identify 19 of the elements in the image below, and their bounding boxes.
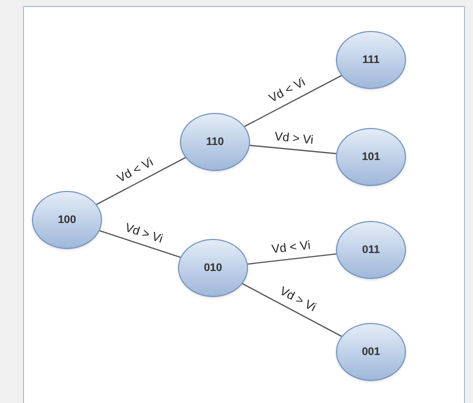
- state-label: 001: [362, 344, 380, 360]
- edge-label: Vd > Vi: [278, 284, 318, 314]
- edge-label: Vd < Vi: [115, 156, 156, 185]
- connector-line: [250, 144, 336, 154]
- state-label: 100: [58, 212, 76, 228]
- connector-line: [96, 157, 186, 205]
- state-label: 101: [362, 150, 380, 165]
- state-label: 010: [204, 260, 222, 276]
- connector-line: [99, 230, 181, 258]
- connector-line: [248, 253, 336, 265]
- edge-label: Vd > Vi: [123, 220, 164, 244]
- connector-line: [242, 283, 342, 337]
- state-label: 110: [206, 134, 224, 150]
- state-label: 111: [362, 52, 380, 68]
- edge-label: Vd < Vi: [270, 238, 311, 256]
- edge-label: Vd < Vi: [267, 76, 308, 105]
- connector-line: [244, 75, 342, 127]
- edge-label: Vd > Vi: [274, 130, 314, 146]
- state-label: 011: [362, 242, 380, 258]
